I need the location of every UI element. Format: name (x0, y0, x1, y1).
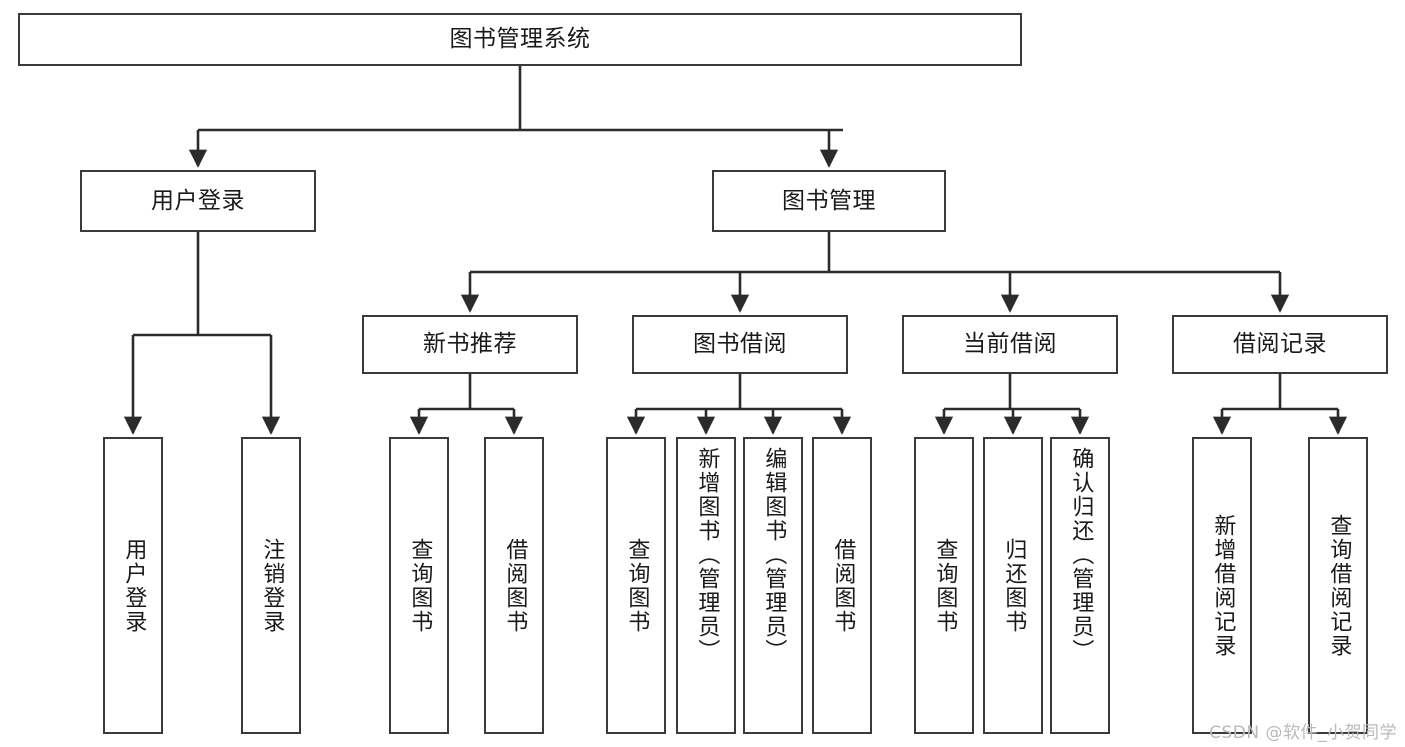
leaf-current-confirm-return-admin[interactable]: 确认归还（管理员） (1050, 437, 1110, 734)
node-user-login[interactable]: 用户登录 (80, 170, 316, 232)
node-label: 图书管理 (782, 187, 876, 214)
node-book-borrow[interactable]: 图书借阅 (632, 315, 848, 374)
node-label: 编辑图书（管理员） (761, 447, 787, 663)
node-label: 归还图书 (1001, 537, 1027, 634)
node-label: 查询图书 (407, 537, 433, 634)
leaf-record-add-record[interactable]: 新增借阅记录 (1192, 437, 1252, 734)
node-current-borrow[interactable]: 当前借阅 (902, 315, 1118, 374)
node-new-book-recommend[interactable]: 新书推荐 (362, 315, 578, 374)
node-label: 确认归还（管理员） (1068, 447, 1094, 663)
leaf-current-query-book[interactable]: 查询图书 (914, 437, 974, 734)
leaf-current-return-book[interactable]: 归还图书 (983, 437, 1043, 734)
node-label: 图书借阅 (693, 331, 787, 358)
node-book-management[interactable]: 图书管理 (712, 170, 946, 232)
leaf-recommend-query-book[interactable]: 查询图书 (389, 437, 449, 734)
csdn-watermark: CSDN @软件_小贺同学 (1209, 723, 1397, 743)
node-label: 新增图书（管理员） (694, 447, 720, 663)
leaf-recommend-borrow-book[interactable]: 借阅图书 (484, 437, 544, 734)
leaf-borrow-add-book-admin[interactable]: 新增图书（管理员） (676, 437, 736, 734)
node-label: 查询借阅记录 (1326, 513, 1352, 658)
node-label: 借阅记录 (1233, 331, 1327, 358)
leaf-borrow-query-book[interactable]: 查询图书 (606, 437, 666, 734)
node-label: 图书管理系统 (449, 26, 591, 53)
node-root-system[interactable]: 图书管理系统 (18, 13, 1022, 66)
node-borrow-record[interactable]: 借阅记录 (1172, 315, 1388, 374)
leaf-borrow-edit-book-admin[interactable]: 编辑图书（管理员） (743, 437, 803, 734)
leaf-logout[interactable]: 注销登录 (241, 437, 301, 734)
node-label: 用户登录 (151, 187, 245, 214)
node-label: 借阅图书 (502, 537, 528, 634)
leaf-borrow-borrow-book[interactable]: 借阅图书 (812, 437, 872, 734)
node-label: 当前借阅 (963, 331, 1057, 358)
node-label: 注销登录 (259, 537, 285, 634)
node-label: 借阅图书 (830, 537, 856, 634)
node-label: 新增借阅记录 (1210, 513, 1236, 658)
node-label: 查询图书 (624, 537, 650, 634)
node-label: 用户登录 (121, 537, 147, 634)
leaf-user-login[interactable]: 用户登录 (103, 437, 163, 734)
node-label: 查询图书 (932, 537, 958, 634)
node-label: 新书推荐 (423, 331, 517, 358)
leaf-record-query-record[interactable]: 查询借阅记录 (1308, 437, 1368, 734)
